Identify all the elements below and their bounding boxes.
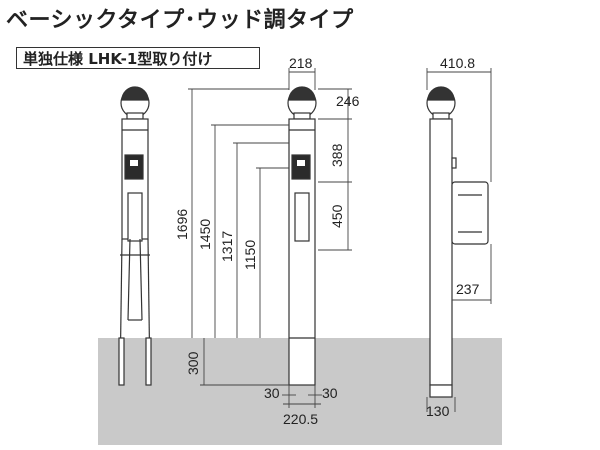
dim-1696: 1696: [174, 209, 190, 240]
left-post: [118, 86, 152, 386]
model-badge: 単独仕様 LHK-1型取り付け: [16, 47, 260, 69]
page-title: ベーシックタイプ･ウッド調タイプ: [6, 8, 354, 33]
side-mailbox: [451, 181, 489, 245]
center-intercom-panel: [291, 154, 311, 180]
dim-220-5: 220.5: [283, 411, 318, 427]
dim-450: 450: [329, 204, 345, 228]
dim-30-right: 30: [322, 385, 338, 401]
dim-246: 246: [336, 93, 360, 109]
dim-237: 237: [456, 281, 480, 297]
dim-1150: 1150: [242, 240, 258, 270]
center-post: [287, 86, 317, 386]
dim-130: 130: [426, 403, 450, 419]
dim-218: 218: [289, 55, 313, 71]
side-post: [426, 86, 489, 398]
dim-1317: 1317: [219, 231, 235, 262]
dim-1450: 1450: [197, 219, 213, 250]
dim-388: 388: [329, 143, 345, 167]
left-intercom-panel: [124, 154, 144, 180]
dim-410-8: 410.8: [440, 55, 475, 71]
dim-300: 300: [185, 351, 201, 375]
dim-30-left: 30: [264, 385, 280, 401]
